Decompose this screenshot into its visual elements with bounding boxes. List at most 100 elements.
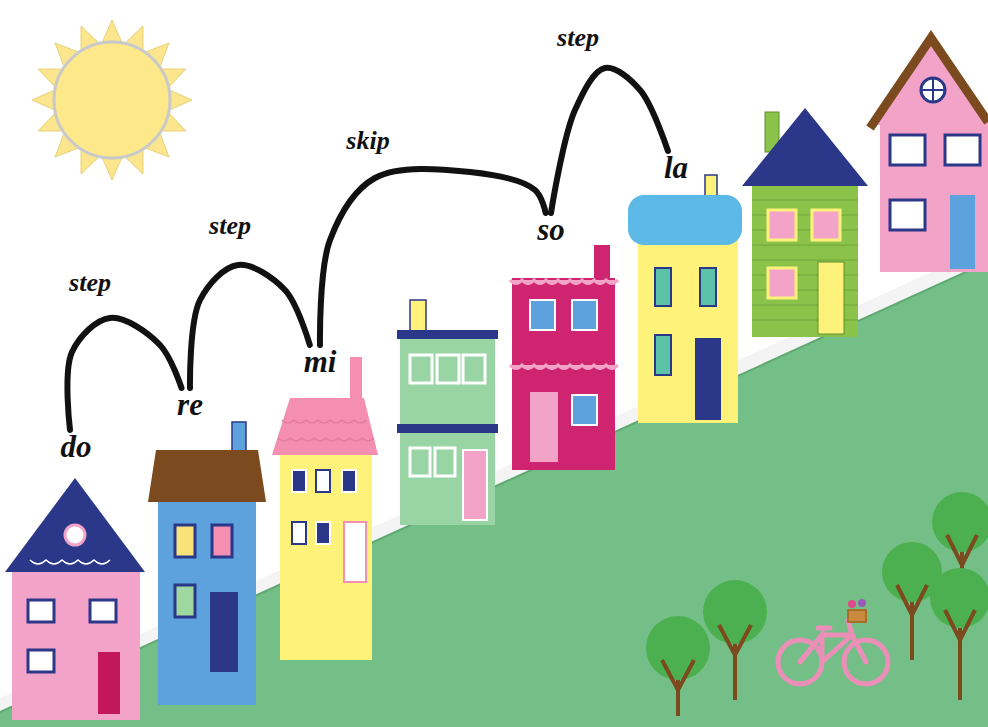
interval-label: step	[209, 212, 251, 241]
house-part	[210, 592, 238, 672]
bicycle-part	[858, 599, 866, 607]
house-part	[90, 600, 116, 622]
house-part	[655, 268, 671, 306]
trees	[646, 492, 988, 716]
trees-part	[719, 625, 751, 655]
house-part	[410, 448, 430, 476]
bicycle-part	[848, 610, 866, 622]
house-part	[512, 278, 615, 470]
house-part	[768, 268, 796, 298]
hill-part	[0, 262, 988, 727]
solfa-syllable: mi	[300, 343, 341, 381]
syllable-text: do	[61, 430, 92, 464]
house-part	[292, 522, 306, 544]
house-part	[463, 355, 485, 383]
house-part	[435, 448, 455, 476]
house	[870, 38, 988, 272]
house-part	[12, 568, 140, 720]
house	[5, 478, 145, 720]
sun	[32, 20, 192, 180]
house-part	[280, 450, 372, 660]
house-part	[638, 240, 738, 423]
interval-label: skip	[346, 127, 389, 156]
solfa-syllable: do	[57, 428, 96, 466]
house-part	[890, 135, 925, 165]
bicycle-part	[818, 626, 830, 631]
hill	[0, 246, 988, 727]
house-part	[572, 300, 597, 330]
sun-part	[54, 42, 170, 158]
hill-part	[0, 262, 988, 712]
trees-part	[897, 585, 927, 615]
house-part	[695, 338, 721, 420]
solfa-syllable: la	[660, 149, 692, 187]
interval-arc	[320, 169, 546, 345]
house-part	[572, 395, 597, 425]
house-part	[530, 300, 555, 330]
sun-part	[32, 20, 192, 180]
house-part	[932, 78, 934, 102]
house-part	[437, 355, 459, 383]
trees-part	[932, 492, 988, 552]
syllable-text: so	[537, 213, 565, 247]
house-part	[397, 330, 498, 339]
house-part	[921, 78, 945, 102]
house-part	[158, 500, 256, 705]
house-part	[350, 357, 362, 402]
house	[148, 422, 266, 705]
bicycle-part	[822, 635, 852, 662]
house-part	[278, 420, 374, 441]
house-part	[950, 195, 975, 269]
house-part	[530, 392, 558, 462]
house-part	[628, 195, 742, 245]
house-part	[316, 522, 330, 544]
trees-part	[945, 610, 975, 640]
house-part	[880, 120, 988, 272]
house-part	[344, 522, 366, 582]
house-part	[742, 108, 868, 186]
house-part	[818, 262, 844, 334]
interval-label: step	[557, 24, 599, 53]
house-part	[655, 335, 671, 375]
solfa-syllable: so	[533, 211, 569, 249]
solfa-syllable: re	[173, 386, 207, 424]
house-part	[212, 525, 232, 557]
interval-label: step	[69, 269, 111, 298]
house	[742, 108, 868, 337]
trees-part	[703, 580, 767, 644]
house-part	[768, 210, 796, 240]
bicycle	[778, 599, 888, 684]
bicycle-part	[800, 635, 866, 662]
house-part	[28, 650, 54, 672]
house-part	[5, 478, 145, 572]
house-part	[700, 268, 716, 306]
house-part	[272, 398, 378, 455]
syllable-text: la	[664, 151, 688, 185]
interval-arc	[551, 68, 668, 213]
trees-part	[662, 660, 694, 690]
house-part	[148, 450, 266, 502]
house	[628, 175, 742, 423]
house-part	[890, 200, 925, 230]
house-part	[30, 560, 110, 564]
trees-part	[646, 616, 710, 680]
house-part	[945, 135, 980, 165]
bicycle-part	[848, 600, 856, 608]
house-part	[410, 355, 432, 383]
house-part	[510, 280, 618, 369]
interval-arc	[67, 318, 181, 430]
house-part	[292, 470, 306, 492]
house-part	[870, 38, 988, 128]
house-part	[342, 470, 356, 492]
house-part	[316, 470, 330, 492]
house-part	[28, 600, 54, 622]
house-part	[397, 424, 498, 433]
syllable-text: mi	[304, 345, 337, 379]
house-part	[594, 245, 610, 280]
house-part	[812, 210, 840, 240]
bicycle-part	[800, 635, 822, 662]
house	[397, 300, 498, 525]
house-part	[65, 525, 85, 545]
